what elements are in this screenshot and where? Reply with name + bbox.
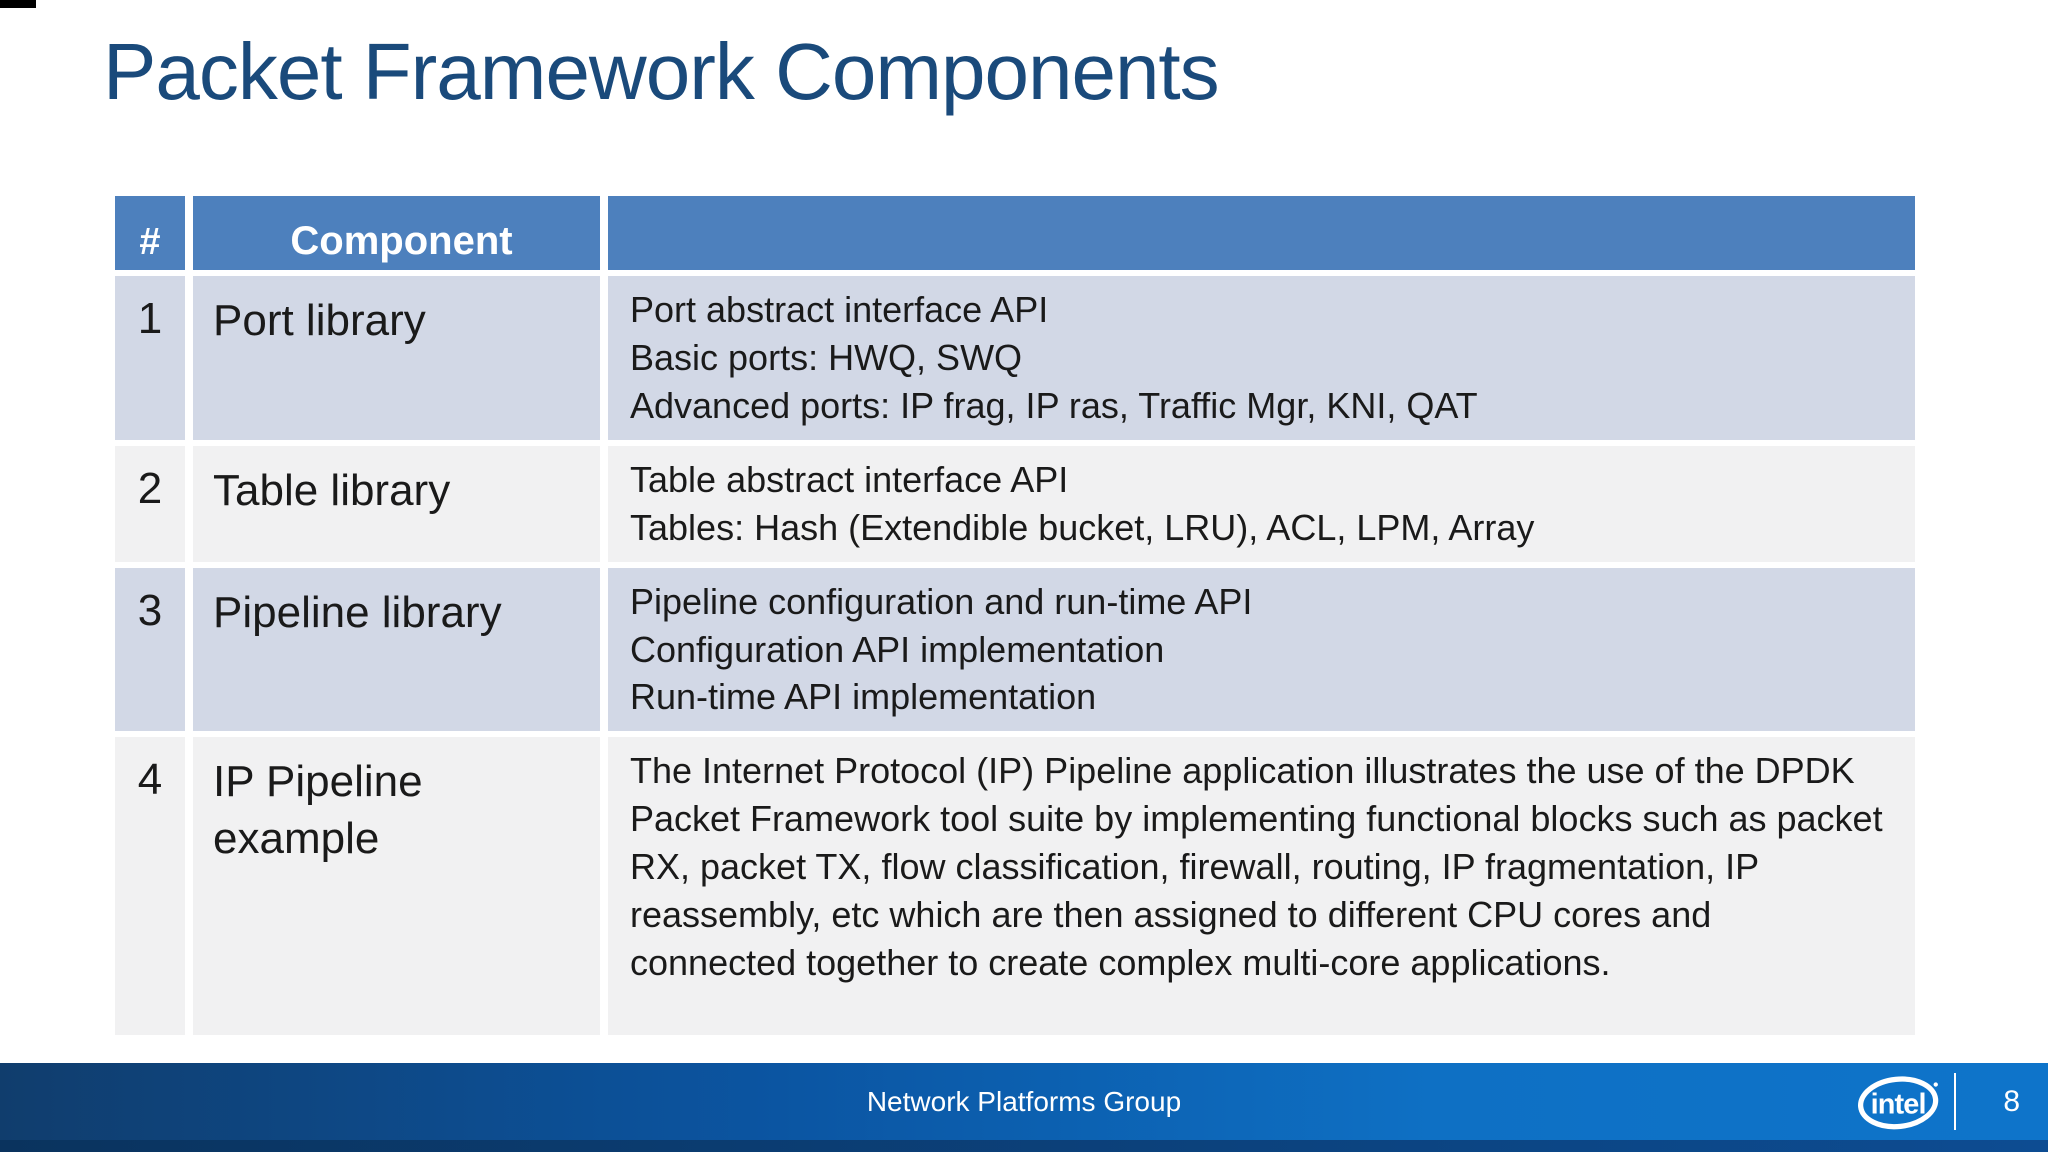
component-cell: Table library [193,445,600,562]
intel-logo: intel [1857,1076,1939,1130]
description-line: Run-time API implementation [630,676,1097,718]
description-cell: Port abstract interface API Basic ports: … [608,276,1915,440]
corner-artifact [0,0,36,8]
description-line: Advanced ports: IP frag, IP ras, Traffic… [630,384,1478,426]
component-cell: Port library [193,276,600,440]
row-number-cell: 4 [115,737,185,1036]
description-line: Port abstract interface API [630,289,1049,330]
table-header-row: # Component [115,196,1915,270]
component-cell: IP Pipeline example [193,737,600,1036]
description-cell: Pipeline configuration and run-time API C… [608,567,1915,732]
description-line: The Internet Protocol (IP) Pipeline appl… [630,750,1883,983]
description-cell: Table abstract interface API Tables: Hash… [608,445,1915,562]
description-line: Table abstract interface API [630,458,1069,500]
row-number-cell: 3 [115,567,185,732]
page-title: Packet Framework Components [103,27,1220,116]
header-cell-description [608,196,1915,270]
component-cell: Pipeline library [193,567,600,732]
header-cell-number: # [115,196,185,270]
description-cell: The Internet Protocol (IP) Pipeline appl… [608,737,1915,1036]
bottom-strip [0,1140,2048,1152]
description-line: Tables: Hash (Extendible bucket, LRU), A… [630,506,1535,548]
description-line: Pipeline configuration and run-time API [630,580,1253,622]
footer-bar: Network Platforms Group intel 8 [0,1063,2048,1140]
row-number-cell: 2 [115,445,185,562]
svg-text:intel: intel [1871,1088,1926,1120]
row-number-cell: 1 [115,276,185,440]
description-line: Basic ports: HWQ, SWQ [630,336,1023,378]
description-line: Configuration API implementation [630,628,1165,670]
header-cell-component: Component [193,196,600,270]
footer-divider [1954,1073,1956,1130]
footer-text: Network Platforms Group [866,1086,1182,1117]
page-number: 8 [2003,1085,2020,1118]
